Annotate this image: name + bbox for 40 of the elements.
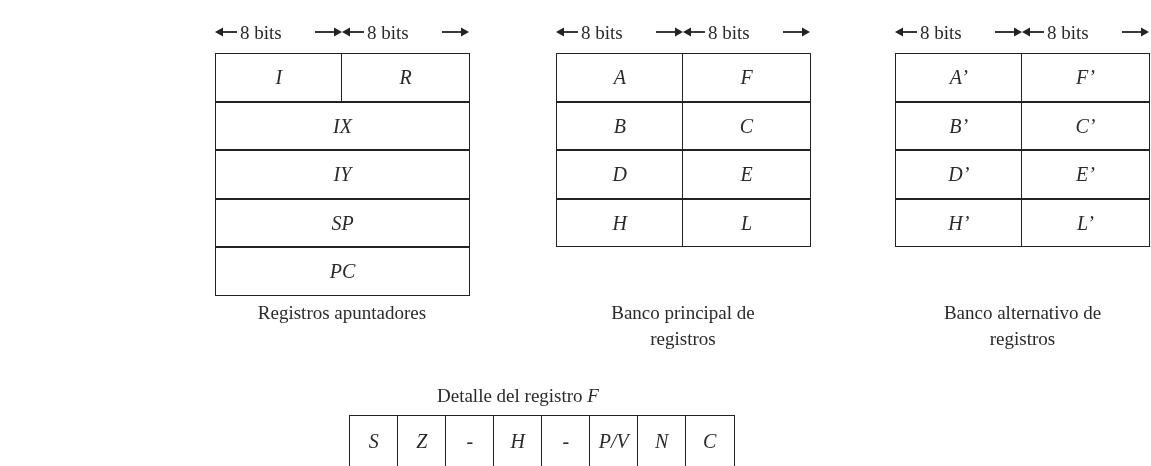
- bit-width-label: 8 bits: [580, 22, 624, 42]
- register-cell: E’: [1021, 150, 1150, 199]
- register-cell: A’: [895, 53, 1023, 102]
- register-cell: H: [493, 415, 543, 466]
- register-cell: R: [341, 53, 470, 102]
- register-cell: F: [682, 53, 811, 102]
- register-cell: Z: [397, 415, 447, 466]
- bit-width-label: 8 bits: [919, 22, 963, 42]
- register-cell: S: [349, 415, 399, 466]
- register-cell: L: [682, 198, 811, 247]
- register-cell: -: [445, 415, 495, 466]
- table-caption: Banco principal de registros: [610, 301, 756, 351]
- table-caption: Registros apuntadores: [256, 301, 428, 325]
- bit-width-label: 8 bits: [707, 22, 751, 42]
- bit-width-label: 8 bits: [1046, 22, 1090, 42]
- register-cell: B’: [895, 101, 1023, 150]
- bit-width-label: 8 bits: [239, 22, 283, 42]
- register-cell: PC: [215, 247, 470, 296]
- register-cell: H’: [895, 198, 1023, 247]
- register-cell: L’: [1021, 198, 1150, 247]
- register-cell: B: [556, 101, 684, 150]
- register-cell: IX: [215, 101, 470, 150]
- register-cell: C: [682, 101, 811, 150]
- register-cell: C: [685, 415, 735, 466]
- register-cell: A: [556, 53, 684, 102]
- table-caption: Banco alternativo de registros: [942, 301, 1103, 351]
- register-cell: I: [215, 53, 343, 102]
- register-cell: H: [556, 198, 684, 247]
- register-cell: F’: [1021, 53, 1150, 102]
- register-cell: N: [637, 415, 687, 466]
- register-cell: P/V: [589, 415, 639, 466]
- register-cell: D’: [895, 150, 1023, 199]
- register-cell: E: [682, 150, 811, 199]
- register-cell: IY: [215, 150, 470, 199]
- register-cell: C’: [1021, 101, 1150, 150]
- bit-width-label: 8 bits: [366, 22, 410, 42]
- register-cell: SP: [215, 198, 470, 247]
- register-cell: D: [556, 150, 684, 199]
- register-cell: -: [541, 415, 591, 466]
- table-caption: Detalle del registro F: [437, 386, 599, 405]
